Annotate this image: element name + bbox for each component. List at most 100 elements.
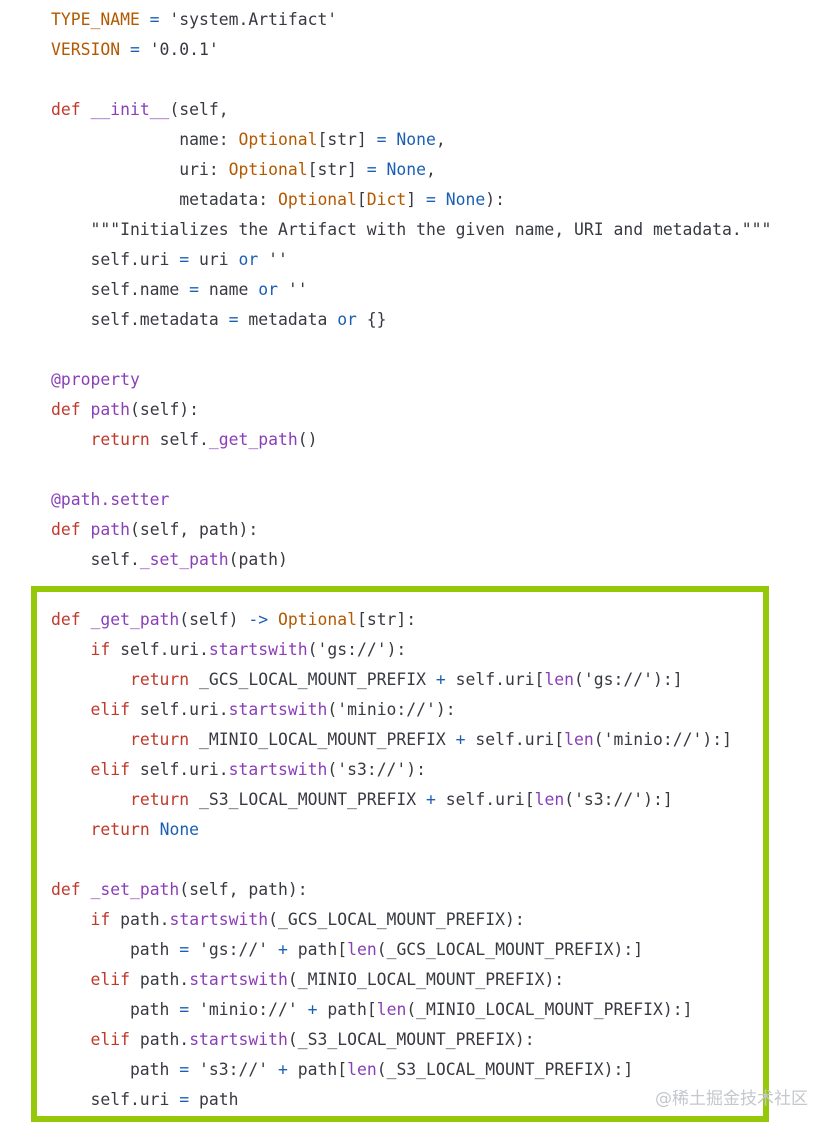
- code-token: @property: [51, 370, 140, 389]
- code-token: def: [51, 400, 81, 419]
- code-token: =: [179, 940, 190, 959]
- code-line: if self.uri.startswith('gs://'):: [0, 635, 835, 665]
- code-token: =: [366, 160, 377, 179]
- code-token: self.: [149, 430, 209, 449]
- code-token: =: [179, 1090, 190, 1109]
- code-token: (_GCS_LOCAL_MOUNT_PREFIX):: [268, 910, 525, 929]
- code-token: [51, 640, 90, 659]
- code-token: path[: [287, 940, 348, 959]
- code-line: def path(self):: [0, 395, 835, 425]
- code-token: [51, 730, 130, 749]
- code-line: return _MINIO_LOCAL_MOUNT_PREFIX + self.…: [0, 725, 835, 755]
- code-token: [150, 820, 160, 839]
- code-token: VERSION: [51, 40, 121, 59]
- code-token: elif: [90, 1030, 130, 1049]
- code-token: (_MINIO_LOCAL_MOUNT_PREFIX):: [287, 970, 565, 989]
- code-token: uri: [189, 250, 239, 269]
- code-token: [189, 1000, 199, 1019]
- code-token: return: [129, 730, 190, 749]
- code-token: (: [593, 730, 604, 749]
- code-line: return _GCS_LOCAL_MOUNT_PREFIX + self.ur…: [0, 665, 835, 695]
- code-token: [189, 1060, 199, 1079]
- code-token: [298, 1000, 308, 1019]
- code-token: self.uri.: [129, 760, 229, 779]
- code-token: self.uri[: [465, 730, 565, 749]
- code-token: (: [574, 670, 584, 689]
- code-token: [81, 400, 91, 419]
- code-token: _get_path: [90, 610, 180, 629]
- code-token: (_GCS_LOCAL_MOUNT_PREFIX):]: [376, 940, 644, 959]
- code-line: elif self.uri.startswith('minio://'):: [0, 695, 835, 725]
- code-line: [0, 455, 835, 485]
- code-line: self.metadata = metadata or {}: [0, 305, 835, 335]
- code-token: path.: [110, 910, 170, 929]
- code-line: metadata: Optional[Dict] = None):: [0, 185, 835, 215]
- code-token: None: [445, 190, 486, 209]
- code-token: =: [228, 310, 239, 329]
- code-token: __init__: [90, 100, 170, 119]
- code-token: =: [376, 130, 387, 149]
- code-token: ):]: [653, 670, 683, 689]
- code-token: +: [307, 1000, 318, 1019]
- code-token: path[: [287, 1060, 348, 1079]
- code-token: [str]: [307, 160, 367, 179]
- code-token: path: [51, 1000, 180, 1019]
- code-token: or: [258, 280, 278, 299]
- code-token: startswith: [208, 640, 308, 659]
- code-line: [0, 575, 835, 605]
- code-token: return: [90, 430, 150, 449]
- code-token: (path): [228, 550, 288, 569]
- code-token: startswith: [169, 910, 269, 929]
- code-token: startswith: [228, 700, 328, 719]
- code-line: path = 's3://' + path[len(_S3_LOCAL_MOUN…: [0, 1055, 835, 1085]
- code-token: name:: [51, 130, 239, 149]
- code-token: metadata:: [51, 190, 278, 209]
- code-token: startswith: [189, 970, 288, 989]
- code-token: elif: [90, 700, 130, 719]
- code-token: return: [129, 790, 190, 809]
- code-token: =: [426, 190, 436, 209]
- code-token: @path.setter: [51, 490, 170, 509]
- code-token: 's3://': [574, 790, 644, 809]
- code-token: self.uri.: [110, 640, 209, 659]
- code-token: (self,: [169, 100, 229, 119]
- code-token: Optional: [277, 190, 357, 209]
- code-token: ->: [248, 610, 269, 629]
- code-token: self.: [51, 550, 140, 569]
- code-token: len: [544, 670, 575, 689]
- code-token: Optional: [238, 130, 318, 149]
- code-line: [0, 335, 835, 365]
- code-token: [377, 160, 387, 179]
- code-token: [str]: [317, 130, 377, 149]
- code-token: 'system.Artifact': [169, 10, 338, 29]
- code-token: [51, 670, 130, 689]
- code-token: {}: [356, 310, 387, 329]
- watermark: @稀土掘金技术社区: [655, 1089, 808, 1109]
- code-token: Dict: [366, 190, 407, 209]
- code-token: [51, 760, 90, 779]
- code-token: [51, 1030, 90, 1049]
- code-token: startswith: [189, 1030, 288, 1049]
- code-token: [: [356, 190, 367, 209]
- code-token: +: [278, 940, 288, 959]
- code-token: len: [347, 1060, 377, 1079]
- code-token: path[: [317, 1000, 377, 1019]
- code-token: [51, 430, 90, 449]
- code-token: def: [51, 520, 81, 539]
- code-token: [str]:: [356, 610, 417, 629]
- code-token: '': [258, 250, 288, 269]
- code-line: self.name = name or '': [0, 275, 835, 305]
- code-token: _set_path: [90, 880, 180, 899]
- code-token: Optional: [278, 610, 357, 629]
- code-token: [189, 940, 199, 959]
- code-line: return None: [0, 815, 835, 845]
- code-token: None: [159, 820, 200, 839]
- code-token: _S3_LOCAL_MOUNT_PREFIX: [189, 790, 427, 809]
- code-token: path: [51, 1060, 180, 1079]
- code-token: self.uri[: [435, 790, 535, 809]
- code-token: _MINIO_LOCAL_MOUNT_PREFIX: [189, 730, 456, 749]
- code-token: def: [51, 880, 81, 899]
- code-token: (): [297, 430, 318, 449]
- code-line: TYPE_NAME = 'system.Artifact': [0, 5, 835, 35]
- code-line: path = 'minio://' + path[len(_MINIO_LOCA…: [0, 995, 835, 1025]
